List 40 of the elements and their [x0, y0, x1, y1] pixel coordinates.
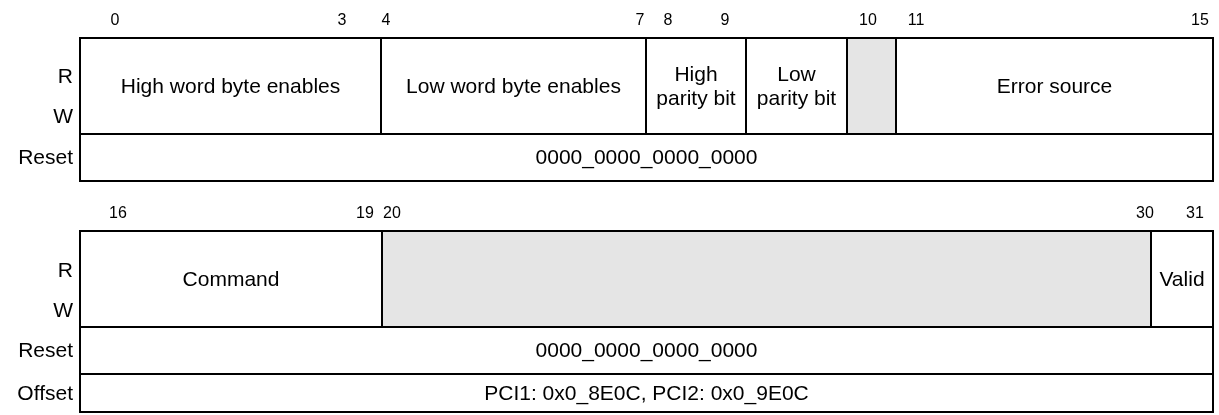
- row-label: R: [57, 64, 73, 88]
- bit-number: 16: [109, 204, 127, 222]
- bit-number: 4: [381, 11, 391, 29]
- row-label: W: [53, 298, 73, 322]
- bit-number: 31: [1186, 204, 1204, 222]
- bit-number: 7: [635, 11, 645, 29]
- reserved-field: [381, 230, 1152, 328]
- bit-number: 15: [1191, 11, 1209, 29]
- field-name: High word byte enables: [119, 73, 342, 99]
- field-name: Command: [181, 266, 281, 292]
- bit-number: 20: [383, 204, 401, 222]
- row-label: Reset: [18, 145, 73, 169]
- bit-number: 0: [110, 11, 120, 29]
- field-name: Error source: [995, 73, 1114, 99]
- bit-number: 19: [356, 204, 374, 222]
- field-name: 0000_0000_0000_0000: [534, 145, 759, 170]
- row-label: R: [57, 258, 73, 282]
- field-name: Low parity bit: [755, 61, 838, 111]
- register-field: [79, 230, 383, 328]
- register-field: [895, 37, 1214, 135]
- row-label: W: [53, 104, 73, 128]
- bit-number: 8: [663, 11, 673, 29]
- field-name: Valid: [1158, 266, 1206, 292]
- field-name: 0000_0000_0000_0000: [534, 338, 759, 363]
- field-name: Low word byte enables: [405, 73, 622, 99]
- bit-number: 3: [337, 11, 347, 29]
- register-field: [79, 326, 1214, 375]
- register-field: [79, 133, 1214, 182]
- bit-number: 11: [907, 11, 925, 29]
- field-name: High parity bit: [655, 61, 737, 111]
- register-field: [1150, 230, 1214, 328]
- row-label: Offset: [17, 381, 73, 405]
- bit-number: 30: [1136, 204, 1154, 222]
- register-field: [79, 373, 1214, 413]
- row-label: Reset: [18, 338, 73, 362]
- field-name: PCI1: 0x0_8E0C, PCI2: 0x0_9E0C: [483, 380, 810, 406]
- bit-number: 10: [859, 11, 877, 29]
- register-field: [79, 37, 382, 135]
- bit-number: 9: [720, 11, 730, 29]
- reserved-field: [846, 37, 897, 135]
